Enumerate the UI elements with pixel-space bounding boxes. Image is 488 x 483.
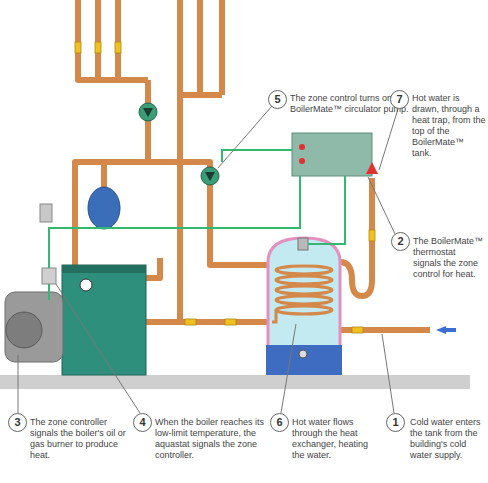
pipe xyxy=(101,162,107,188)
callout: 6Hot water flows through the heat exchan… xyxy=(270,413,382,461)
callout-text: Hot water is drawn, through a heat trap,… xyxy=(412,93,486,159)
boilermate-pump xyxy=(201,167,219,185)
callout-number: 2 xyxy=(391,232,410,251)
pump-symbol xyxy=(143,108,153,117)
indicator-light xyxy=(299,158,305,164)
gauge xyxy=(40,204,52,222)
callout: 4When the boiler reaches its low-limit t… xyxy=(133,413,267,461)
control-wires xyxy=(49,150,345,300)
callout: 1 Cold water enters the tank from the bui… xyxy=(386,413,486,461)
callout-number: 4 xyxy=(133,413,152,432)
valve xyxy=(115,42,121,53)
callout-number: 5 xyxy=(268,90,287,109)
callout-text: When the boiler reaches its low-limit te… xyxy=(155,417,267,461)
hot-water-arrow xyxy=(366,162,378,174)
leader-line xyxy=(382,334,394,413)
pipe xyxy=(146,319,272,325)
expansion-tank xyxy=(88,187,120,229)
coil-outlet xyxy=(272,310,276,322)
leader-lines xyxy=(18,106,398,413)
aquastat xyxy=(42,268,56,284)
callout-text: Cold water enters the tank from the buil… xyxy=(410,417,486,461)
pipe xyxy=(177,95,183,322)
tank-base xyxy=(266,345,342,375)
leader-line xyxy=(281,324,296,413)
valve xyxy=(225,319,236,325)
wire xyxy=(48,284,50,300)
callout-number: 3 xyxy=(8,413,27,432)
valve xyxy=(75,42,81,53)
coil-loop xyxy=(276,276,332,284)
leader-line xyxy=(379,109,398,170)
valve xyxy=(369,230,375,241)
heat-exchanger-coil xyxy=(272,266,332,322)
coil-loop xyxy=(276,266,332,274)
burner xyxy=(5,292,63,362)
valve xyxy=(352,327,363,333)
leader-line xyxy=(368,177,395,234)
callout: 7Hot water is drawn, through a heat trap… xyxy=(390,90,486,159)
leader-line xyxy=(218,106,272,168)
floor xyxy=(0,375,470,389)
valve xyxy=(95,42,101,53)
burner-motor xyxy=(6,312,42,348)
pipe xyxy=(219,0,225,95)
wire xyxy=(308,176,345,244)
callout-text: The zone controller signals the boiler's… xyxy=(30,417,126,461)
indicator-light xyxy=(299,144,305,150)
cold-water-arrow xyxy=(436,326,456,334)
pipe xyxy=(340,327,430,333)
callout-number: 7 xyxy=(390,90,409,109)
pipe xyxy=(115,0,121,80)
boiler-gauge xyxy=(80,279,92,291)
callout: 2The BoilerMate™ thermostat signals the … xyxy=(391,232,485,280)
leader-line xyxy=(18,355,19,413)
coil-loop xyxy=(276,286,332,294)
callout-number: 6 xyxy=(270,413,289,432)
pump-symbol xyxy=(205,172,215,181)
leader-line xyxy=(56,284,140,413)
valve xyxy=(185,319,196,325)
circulator-pump xyxy=(139,103,157,121)
tank-thermostat xyxy=(299,350,307,358)
pipe xyxy=(75,162,272,265)
pipe xyxy=(78,0,148,80)
tank-gauge xyxy=(298,238,308,250)
pipe xyxy=(146,258,160,278)
storage-tank xyxy=(268,238,340,360)
callout: 3The zone controller signals the boiler'… xyxy=(8,413,126,461)
pipe xyxy=(197,0,203,95)
callout-number: 1 xyxy=(386,413,405,432)
boiler-top xyxy=(62,265,146,273)
pipe xyxy=(180,0,222,95)
coil-loop xyxy=(276,296,332,304)
callout-text: The BoilerMate™ thermostat signals the z… xyxy=(413,236,485,280)
coil-loop xyxy=(276,306,332,314)
zone-control xyxy=(292,133,372,176)
wire xyxy=(49,176,300,268)
pipe xyxy=(95,0,101,80)
callout-text: Hot water flows through the heat exchang… xyxy=(292,417,382,461)
